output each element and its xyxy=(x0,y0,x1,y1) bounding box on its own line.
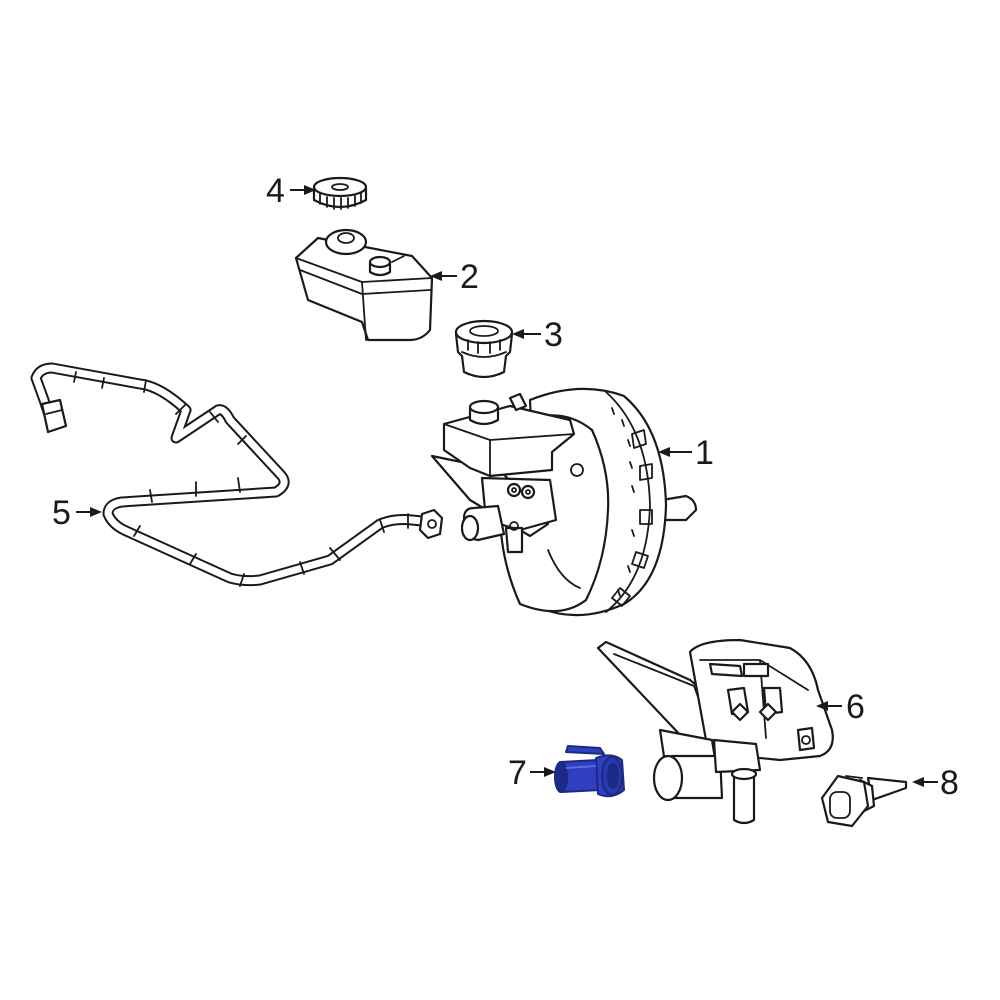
callout-number-7: 7 xyxy=(508,754,527,792)
callout-4[interactable]: 4 xyxy=(266,172,316,210)
callout-3[interactable]: 3 xyxy=(512,316,563,354)
callout-7[interactable]: 7 xyxy=(508,754,556,792)
callout-number-5: 5 xyxy=(52,494,71,532)
callout-6[interactable]: 6 xyxy=(816,688,865,726)
callout-number-8: 8 xyxy=(940,764,959,802)
callout-number-3: 3 xyxy=(544,316,563,354)
part-3-grommet[interactable] xyxy=(454,319,514,379)
part-6-master-cylinder[interactable] xyxy=(596,638,834,825)
part-2-reservoir[interactable] xyxy=(294,228,434,342)
part-1-brake-booster[interactable] xyxy=(430,387,698,617)
part-4-reservoir-cap[interactable] xyxy=(312,176,368,210)
part-5-vacuum-hose[interactable] xyxy=(30,362,444,587)
callout-number-6: 6 xyxy=(846,688,865,726)
part-7-seal-highlighted[interactable] xyxy=(554,745,625,798)
callout-5[interactable]: 5 xyxy=(52,494,102,532)
part-8-sensor[interactable] xyxy=(820,774,908,828)
callout-8[interactable]: 8 xyxy=(912,764,959,802)
callout-number-2: 2 xyxy=(460,258,479,296)
callout-2[interactable]: 2 xyxy=(430,258,479,296)
callout-number-1: 1 xyxy=(695,434,714,472)
callout-number-4: 4 xyxy=(266,172,285,210)
callout-1[interactable]: 1 xyxy=(658,434,714,472)
